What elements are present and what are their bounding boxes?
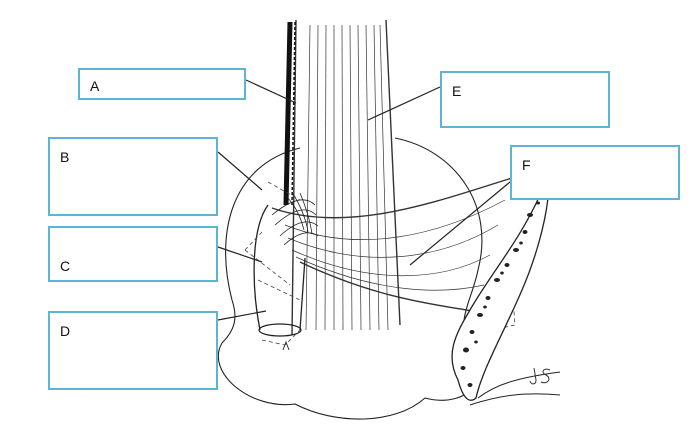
label-letter-d: D [60,323,71,339]
label-box-e[interactable]: E [440,71,610,128]
leader-line-d [217,310,267,321]
leader-line-f [409,171,523,266]
label-letter-c: C [60,258,71,274]
leader-line-c [217,246,263,263]
tendon-shading [283,21,296,206]
oblique-tendon [271,177,513,313]
artist-signature [529,367,551,385]
vertical-tendon [291,19,401,336]
label-box-c[interactable]: C [48,226,218,282]
label-letter-b: B [60,149,70,165]
leader-line-e [367,86,441,121]
label-letter-a: A [90,78,100,94]
tendon-bundle [253,191,319,337]
leader-lines [217,79,523,321]
bone-fragment [451,194,561,406]
label-letter-f: F [522,157,531,173]
label-box-d[interactable]: D [48,311,218,390]
label-letter-e: E [452,83,462,99]
leader-line-a [245,79,297,104]
label-box-b[interactable]: B [48,137,218,216]
marker-arrow [282,340,290,351]
label-box-a[interactable]: A [78,68,246,100]
label-box-f[interactable]: F [510,145,680,200]
leader-line-b [217,151,263,191]
bulb-outline [217,137,483,420]
